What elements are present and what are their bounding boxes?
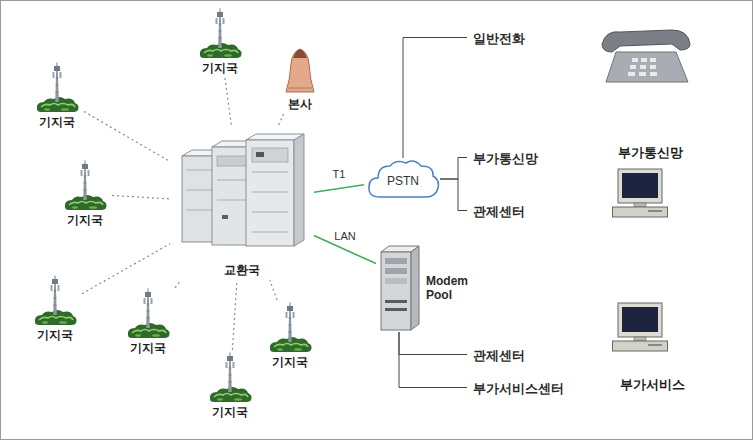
connector-line	[399, 332, 467, 388]
station-label: 기지국	[202, 60, 238, 76]
exchange-equipment	[182, 134, 304, 246]
radio-link	[225, 78, 232, 126]
icon-caption: 부가서비스	[620, 376, 685, 394]
base-station-icon	[37, 63, 79, 113]
connector-line	[403, 38, 467, 159]
station-label: 기지국	[67, 212, 103, 228]
base-station-icon	[270, 303, 312, 353]
icon-caption: 부가통신망	[618, 144, 683, 162]
radio-link	[112, 196, 170, 199]
base-station-node: 기지국	[195, 8, 245, 76]
endpoint-label: 부가서비스센터	[473, 381, 564, 396]
telephone-icon	[602, 30, 690, 82]
base-station-node: 기지국	[60, 160, 110, 228]
connector-line	[440, 158, 467, 180]
station-label: 기지국	[37, 327, 73, 343]
line-label: LAN	[332, 230, 357, 243]
exchange-node: 교환국	[172, 128, 312, 278]
network-label: PSTN	[387, 174, 419, 188]
headquarters-icon	[286, 49, 314, 92]
radio-link	[84, 112, 170, 162]
base-station-node: 기지국	[123, 288, 173, 356]
station-label: 기지국	[130, 340, 166, 356]
modem-pool-icon	[381, 246, 419, 330]
computer-icon	[613, 303, 668, 351]
network-cloud: PSTN	[366, 158, 440, 200]
modem-pool-label: Modem Pool	[426, 274, 478, 303]
exchange-label: 교환국	[224, 262, 260, 278]
connector-line	[399, 332, 467, 355]
computer-icon	[613, 169, 668, 217]
base-station-node: 기지국	[30, 275, 80, 343]
headquarters-node: 본사	[278, 46, 322, 112]
base-station-node: 기지국	[32, 62, 82, 130]
base-station-node: 기지국	[265, 302, 315, 370]
trunk-line	[314, 185, 364, 193]
connector-line	[440, 179, 467, 211]
endpoint-node: 관제센터	[470, 199, 528, 222]
line-label: T1	[331, 168, 348, 181]
base-station-node: 기지국	[205, 352, 255, 420]
base-station-icon	[128, 289, 170, 339]
radio-link	[82, 244, 170, 294]
endpoint-label: 관제센터	[473, 348, 525, 363]
headquarters-label: 본사	[288, 96, 312, 112]
base-station-icon	[210, 353, 252, 403]
endpoint-label: 관제센터	[473, 204, 525, 219]
endpoint-label: 부가통신망	[473, 151, 538, 166]
radio-link	[232, 280, 237, 350]
endpoint-node: 일반전화	[470, 26, 528, 49]
base-station-icon	[65, 161, 107, 211]
radio-link	[175, 280, 181, 288]
endpoint-node: 관제센터	[470, 343, 528, 366]
modem-pool-node: Modem Pool	[378, 244, 482, 332]
endpoint-node: 부가통신망	[470, 146, 541, 169]
station-label: 기지국	[212, 404, 248, 420]
endpoint-label: 일반전화	[473, 31, 525, 46]
radio-link	[270, 280, 277, 300]
station-label: 기지국	[272, 354, 308, 370]
radio-link	[278, 114, 284, 126]
endpoint-node: 부가서비스센터	[470, 376, 567, 399]
base-station-icon	[35, 276, 77, 326]
station-label: 기지국	[39, 114, 75, 130]
base-station-icon	[200, 9, 242, 59]
